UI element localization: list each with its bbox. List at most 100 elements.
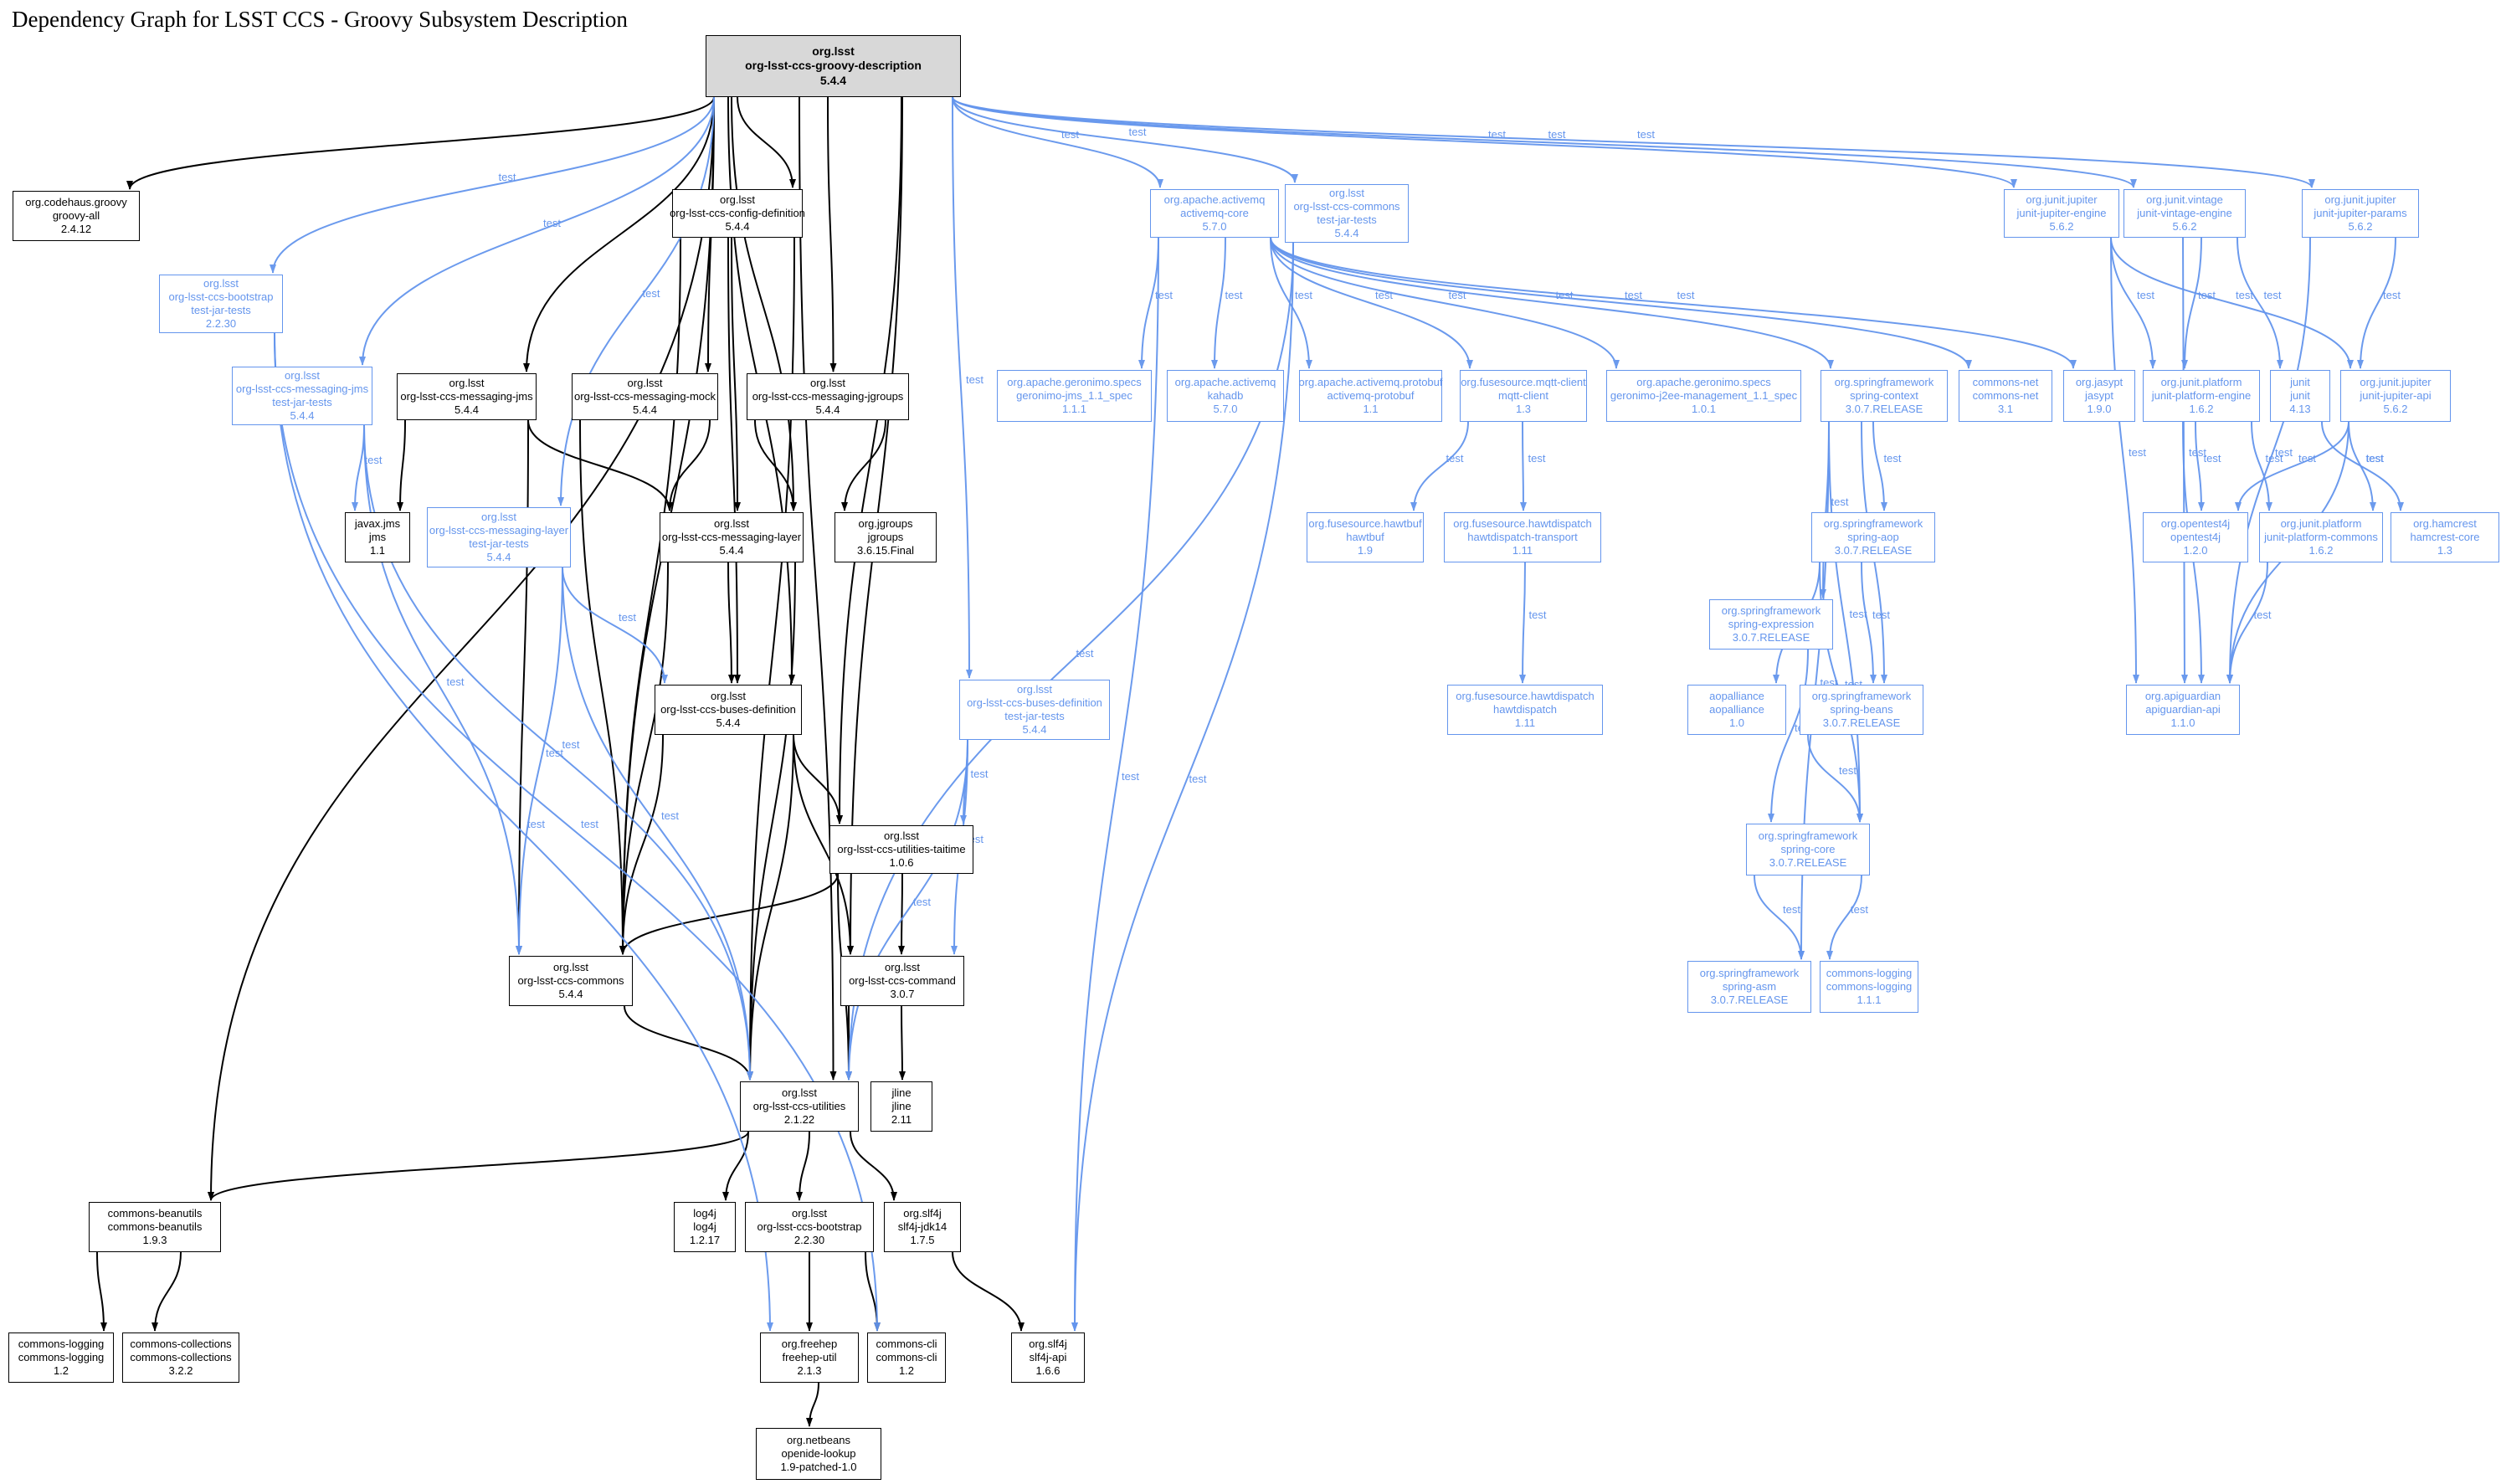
node-label: 5.4.4 <box>1334 227 1359 240</box>
edge-root--messaging-jms <box>523 96 715 372</box>
node-label: 5.4.4 <box>290 409 315 423</box>
node-label: org-lsst-ccs-groovy-description <box>745 59 922 73</box>
edge-activemq-core--kahadb <box>1211 237 1226 369</box>
node-label: 1.2.17 <box>689 1234 721 1247</box>
node-label: 5.4.4 <box>815 403 840 417</box>
node-label: org.lsst <box>203 276 239 290</box>
node-label: jgroups <box>867 530 904 543</box>
node-label: 1.11 <box>1514 716 1536 730</box>
node-label: 5.4.4 <box>719 544 744 557</box>
node-label: 1.1 <box>369 544 386 557</box>
node-label: commons-beanutils <box>107 1206 203 1220</box>
edge-jupiter-engine--jupiter-api <box>2110 237 2354 369</box>
edge-buses-definition-tests--utilities <box>845 739 968 1081</box>
node-label: 3.6.15.Final <box>857 544 914 557</box>
node-label: org.lsst <box>1329 186 1364 199</box>
edge-spring-expression--spring-core <box>1768 649 1809 823</box>
edge-commons-beanutils--commons-logging-12 <box>96 1251 107 1332</box>
node-label: spring-asm <box>1722 979 1777 993</box>
node-label: org.springframework <box>1721 603 1821 617</box>
node-label: test-jar-tests <box>1004 710 1065 722</box>
edge-utilities--commons-beanutils <box>208 1131 749 1201</box>
edge-messaging-layer--buses-definition <box>727 562 735 684</box>
edge-label-platform-engine--opentest4j: test <box>2204 452 2221 465</box>
edge-label-jupiter-engine--platform-engine: test <box>2137 289 2154 301</box>
node-label: org-lsst-ccs-buses-definition <box>967 696 1102 709</box>
node-label: spring-expression <box>1728 617 1815 630</box>
edge-label-commons-tests--utilities: test <box>1076 647 1094 660</box>
node-label: org.jgroups <box>858 516 913 530</box>
edge-jupiter-engine--platform-engine <box>2110 237 2156 369</box>
node-label: spring-aop <box>1847 530 1899 543</box>
edge-label-root--activemq-core: test <box>1061 128 1079 141</box>
edge-label-root--commons-tests: test <box>1129 126 1147 138</box>
node-label: geronimo-j2ee-management_1.1_spec <box>1610 388 1798 402</box>
node-label: commons-logging <box>18 1350 105 1363</box>
edge-activemq-core--mqtt-client <box>1270 237 1473 369</box>
node-label: org.junit.jupiter <box>2360 375 2432 388</box>
node-label: 1.0 <box>1728 716 1745 730</box>
node-label: 3.0.7.RELEASE <box>1769 856 1847 870</box>
node-label: 2.1.3 <box>797 1364 822 1378</box>
